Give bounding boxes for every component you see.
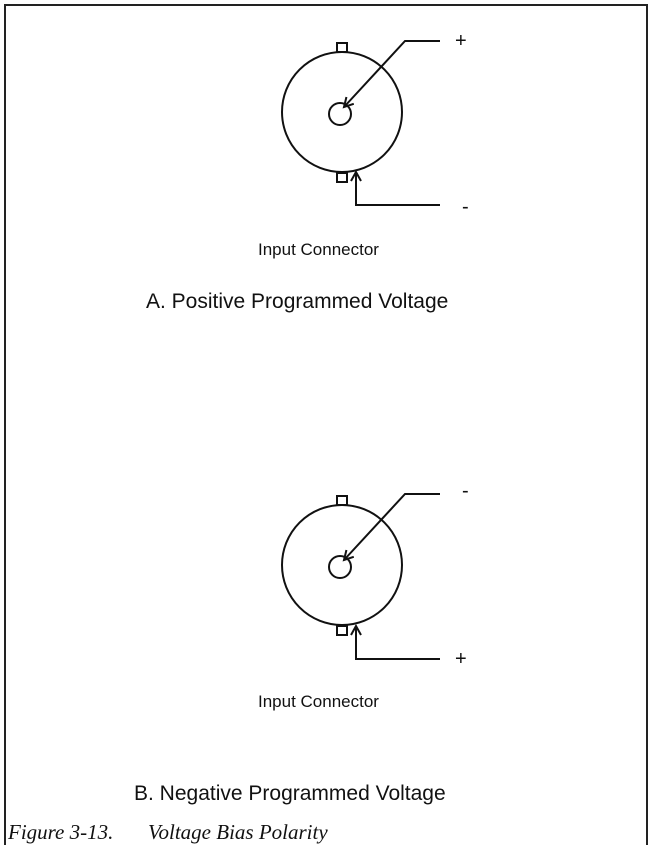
connector-a-bottom-tab xyxy=(336,172,348,183)
connector-b-bottom-tab xyxy=(336,625,348,636)
panel-b-lower-sign: + xyxy=(455,648,467,670)
figure-frame xyxy=(4,4,648,845)
panel-a-caption: A. Positive Programmed Voltage xyxy=(146,290,449,313)
connector-b-center-pin xyxy=(328,555,352,579)
connector-b-lower-lead xyxy=(356,626,440,660)
connector-b xyxy=(281,493,440,660)
connector-a-upper-lead xyxy=(344,40,440,107)
connector-b-upper-lead xyxy=(344,493,440,560)
panel-b-caption: B. Negative Programmed Voltage xyxy=(134,782,446,805)
figure-number: Figure 3-13. xyxy=(8,820,114,844)
connector-a-center-pin xyxy=(328,102,352,126)
figure-title: Voltage Bias Polarity xyxy=(148,820,328,844)
panel-a-connector-label: Input Connector xyxy=(258,240,379,259)
panel-a-upper-sign: + xyxy=(455,30,467,52)
panel-b-upper-sign: - xyxy=(462,480,469,502)
connector-a-top-tab xyxy=(336,42,348,53)
connector-b-top-tab xyxy=(336,495,348,506)
connector-b-body xyxy=(281,504,403,626)
panel-a-lower-sign: - xyxy=(462,196,469,218)
panel-b-connector-label: Input Connector xyxy=(258,692,379,711)
connector-a-body xyxy=(281,51,403,173)
connector-a-lower-lead xyxy=(356,172,440,206)
connector-a xyxy=(281,40,440,206)
